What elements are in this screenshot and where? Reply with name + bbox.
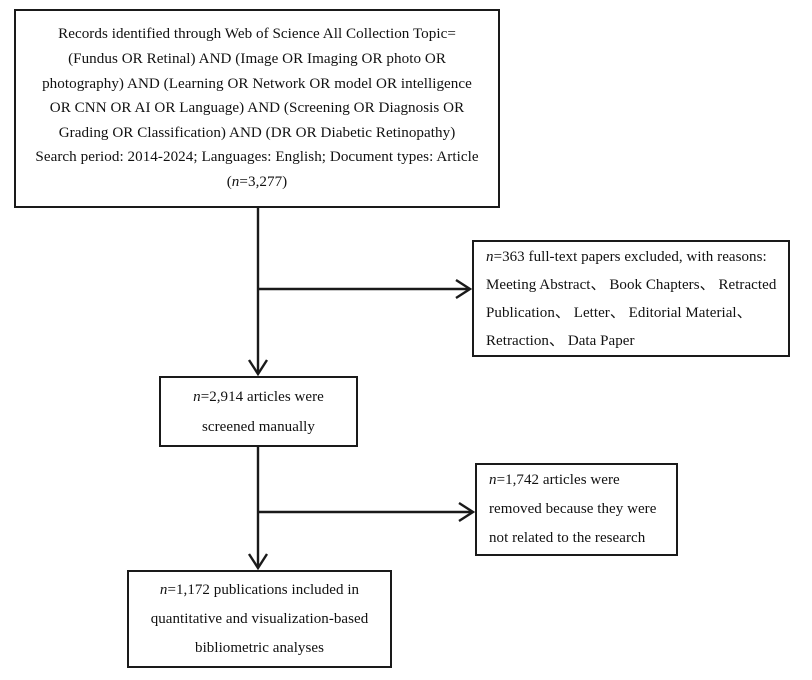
included-publications-line-1: n=1,172 publications included in xyxy=(159,581,360,598)
full-text-excluded-box: n=363 full-text papers excluded, with re… xyxy=(472,240,790,357)
full-text-excluded-line-1: n=363 full-text papers excluded, with re… xyxy=(486,248,767,265)
connector-screened-to-included-arrowhead xyxy=(247,553,269,571)
full-text-excluded-line-2: Meeting Abstract、 Book Chapters、 Retract… xyxy=(486,276,777,293)
removed-unrelated-line-2: removed because they were xyxy=(489,501,657,517)
removed-unrelated-line-1: n=1,742 articles were xyxy=(489,472,620,488)
included-publications-box: n=1,172 publications included in quantit… xyxy=(127,570,392,668)
connector-records-to-screened-arrowhead xyxy=(247,359,269,377)
records-identified-line-6: Search period: 2014-2024; Languages: Eng… xyxy=(35,149,479,166)
included-publications-line-2: quantitative and visualization-based xyxy=(150,610,369,627)
records-identified-line-3: photography) AND (Learning OR Network OR… xyxy=(42,75,472,92)
records-identified-box: Records identified through Web of Scienc… xyxy=(14,9,500,208)
records-identified-line-4: OR CNN OR AI OR Language) AND (Screening… xyxy=(49,100,465,117)
screened-manually-line-1: n=2,914 articles were xyxy=(193,388,324,405)
full-text-excluded-line-4: Retraction、 Data Paper xyxy=(486,332,635,349)
screened-manually-box: n=2,914 articles were screened manually xyxy=(159,376,358,447)
connector-records-to-excluded-arrowhead xyxy=(455,278,473,300)
included-publications-line-3: bibliometric analyses xyxy=(195,639,324,656)
removed-unrelated-line-3: not related to the research xyxy=(489,530,646,546)
screened-manually-line-2: screened manually xyxy=(202,418,315,435)
records-identified-line-2: (Fundus OR Retinal) AND (Image OR Imagin… xyxy=(68,51,446,68)
full-text-excluded-line-3: Publication、 Letter、 Editorial Material、 xyxy=(486,304,752,321)
records-identified-count: (n=3,277) xyxy=(226,173,288,190)
removed-unrelated-box: n=1,742 articles were removed because th… xyxy=(475,463,678,556)
connector-screened-to-removed-arrowhead xyxy=(458,501,476,523)
records-identified-line-5: Grading OR Classification) AND (DR OR Di… xyxy=(58,124,456,141)
records-identified-line-1: Records identified through Web of Scienc… xyxy=(58,26,456,43)
